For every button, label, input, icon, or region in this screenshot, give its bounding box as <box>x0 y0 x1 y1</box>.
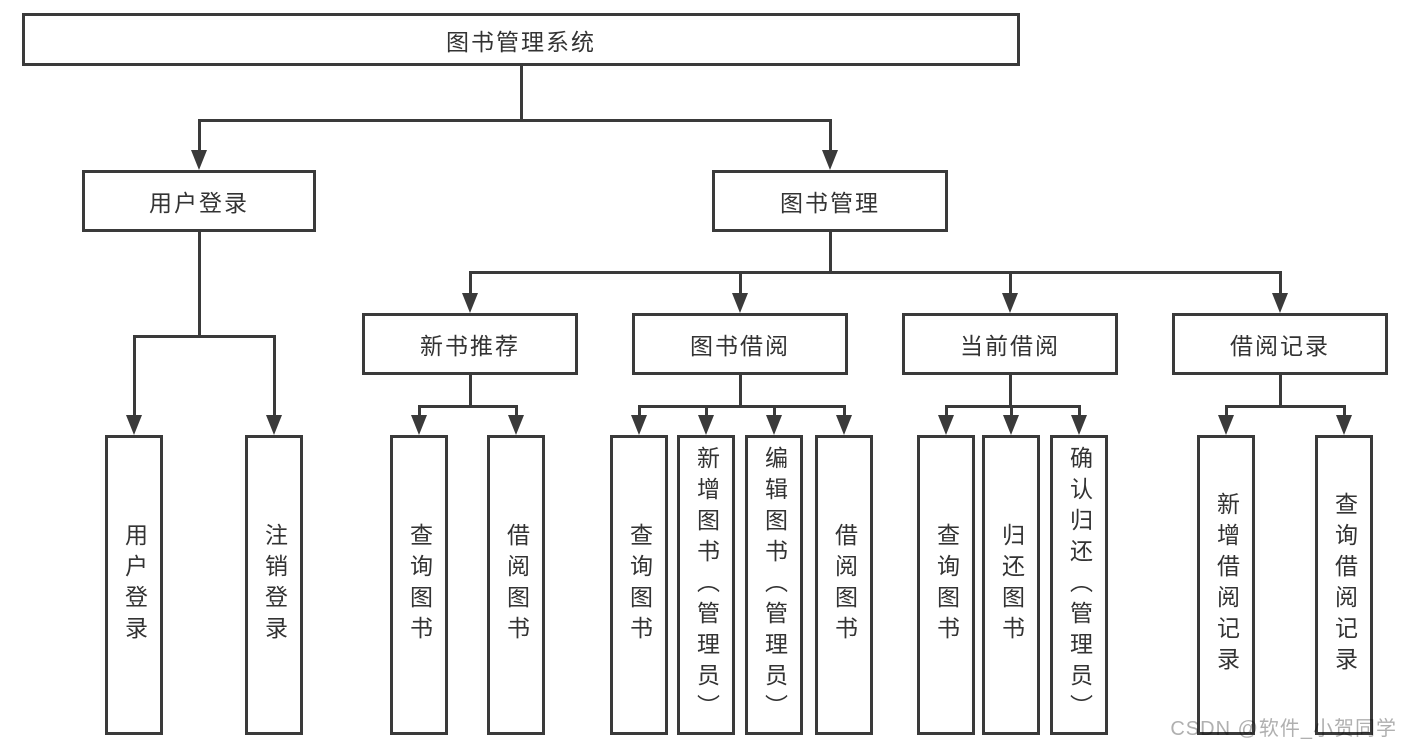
node-book-management-label: 图书管理 <box>780 190 880 216</box>
connector-line <box>469 375 472 407</box>
node-book-management: 图书管理 <box>712 170 948 232</box>
leaf-borrow-books-borrow: 借阅图书 <box>815 435 873 735</box>
leaf-user-login: 用户登录 <box>105 435 163 735</box>
connector-line <box>515 405 518 417</box>
leaf-add-borrow-record: 新增借阅记录 <box>1197 435 1255 735</box>
node-book-borrow-label: 图书借阅 <box>690 333 790 359</box>
arrowhead-icon <box>1071 415 1087 435</box>
connector-line <box>773 405 776 417</box>
node-root: 图书管理系统 <box>22 13 1020 66</box>
arrowhead-icon <box>1272 293 1288 313</box>
connector-line <box>469 271 1281 274</box>
leaf-query-books-current: 查询图书 <box>917 435 975 735</box>
connector-line <box>1078 405 1081 417</box>
connector-line <box>945 405 948 417</box>
watermark: CSDN @软件_小贺同学 <box>1170 718 1397 740</box>
leaf-edit-book-admin: 编辑图书（管理员） <box>745 435 803 735</box>
leaf-user-login-label: 用户登录 <box>121 523 148 647</box>
leaf-query-books-borrow: 查询图书 <box>610 435 668 735</box>
connector-line <box>133 335 136 417</box>
connector-line <box>469 271 472 295</box>
connector-line <box>1010 405 1013 417</box>
leaf-borrow-books-recommend-label: 借阅图书 <box>503 523 530 647</box>
leaf-query-books-recommend: 查询图书 <box>390 435 448 735</box>
leaf-query-borrow-record: 查询借阅记录 <box>1315 435 1373 735</box>
connector-line <box>520 66 523 121</box>
leaf-borrow-books-borrow-label: 借阅图书 <box>831 523 858 647</box>
arrowhead-icon <box>191 150 207 170</box>
connector-line <box>1279 271 1282 295</box>
arrowhead-icon <box>1336 415 1352 435</box>
arrowhead-icon <box>631 415 647 435</box>
node-current-borrow: 当前借阅 <box>902 313 1118 375</box>
connector-line <box>829 119 832 152</box>
connector-line <box>198 232 201 337</box>
connector-line <box>418 405 421 417</box>
arrowhead-icon <box>508 415 524 435</box>
connector-line <box>1009 271 1012 295</box>
arrowhead-icon <box>1003 415 1019 435</box>
connector-line <box>739 375 742 407</box>
connector-line <box>705 405 708 417</box>
arrowhead-icon <box>822 150 838 170</box>
arrowhead-icon <box>836 415 852 435</box>
leaf-query-borrow-record-label: 查询借阅记录 <box>1331 492 1358 678</box>
node-borrow-records-label: 借阅记录 <box>1230 333 1330 359</box>
connector-line <box>638 405 641 417</box>
connector-line <box>418 405 517 408</box>
arrowhead-icon <box>411 415 427 435</box>
leaf-return-books: 归还图书 <box>982 435 1040 735</box>
leaf-query-books-recommend-label: 查询图书 <box>406 523 433 647</box>
leaf-borrow-books-recommend: 借阅图书 <box>487 435 545 735</box>
connector-line <box>1279 375 1282 407</box>
leaf-confirm-return-admin: 确认归还（管理员） <box>1050 435 1108 735</box>
connector-line <box>1225 405 1345 408</box>
leaf-add-book-admin: 新增图书（管理员） <box>677 435 735 735</box>
connector-line <box>198 119 201 152</box>
leaf-query-books-borrow-label: 查询图书 <box>626 523 653 647</box>
node-new-book-recommend-label: 新书推荐 <box>420 333 520 359</box>
arrowhead-icon <box>266 415 282 435</box>
leaf-add-book-admin-label: 新增图书（管理员） <box>693 445 720 725</box>
node-user-login: 用户登录 <box>82 170 316 232</box>
arrowhead-icon <box>1002 293 1018 313</box>
leaf-query-books-current-label: 查询图书 <box>933 523 960 647</box>
node-root-label: 图书管理系统 <box>446 28 596 55</box>
connector-line <box>133 335 275 338</box>
connector-line <box>829 232 832 273</box>
leaf-add-borrow-record-label: 新增借阅记录 <box>1213 492 1240 678</box>
arrowhead-icon <box>766 415 782 435</box>
arrowhead-icon <box>938 415 954 435</box>
leaf-logout: 注销登录 <box>245 435 303 735</box>
connector-line <box>273 335 276 417</box>
node-book-borrow: 图书借阅 <box>632 313 848 375</box>
connector-line <box>1009 375 1012 407</box>
leaf-logout-label: 注销登录 <box>261 523 288 647</box>
arrowhead-icon <box>462 293 478 313</box>
arrowhead-icon <box>698 415 714 435</box>
connector-line <box>1343 405 1346 417</box>
connector-line <box>739 271 742 295</box>
arrowhead-icon <box>732 293 748 313</box>
leaf-return-books-label: 归还图书 <box>998 523 1025 647</box>
arrowhead-icon <box>126 415 142 435</box>
node-current-borrow-label: 当前借阅 <box>960 333 1060 359</box>
node-user-login-label: 用户登录 <box>149 190 249 216</box>
connector-line <box>638 405 845 408</box>
connector-line <box>198 119 831 122</box>
arrowhead-icon <box>1218 415 1234 435</box>
connector-line <box>1225 405 1228 417</box>
leaf-confirm-return-admin-label: 确认归还（管理员） <box>1066 445 1093 725</box>
connector-line <box>843 405 846 417</box>
node-new-book-recommend: 新书推荐 <box>362 313 578 375</box>
node-borrow-records: 借阅记录 <box>1172 313 1388 375</box>
leaf-edit-book-admin-label: 编辑图书（管理员） <box>761 445 788 725</box>
